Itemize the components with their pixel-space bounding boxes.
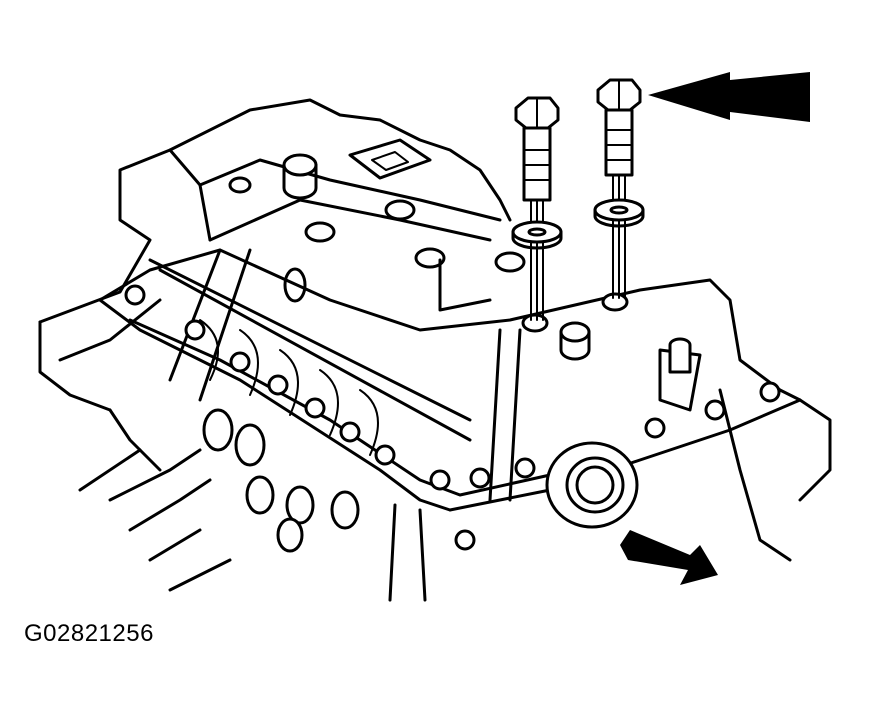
upper-crankcase <box>168 98 526 312</box>
bolt-right <box>596 78 642 299</box>
washer-left <box>511 220 563 250</box>
arrow-bolt-indicator-icon <box>648 72 810 122</box>
engine-block-lower <box>38 148 232 592</box>
figure-caption: G02821256 <box>24 620 154 647</box>
arrow-front-indicator-icon <box>620 530 718 585</box>
pan-flange-bolts <box>124 284 781 551</box>
block-bores <box>202 408 360 553</box>
oil-pan <box>98 248 832 602</box>
pan-bolt-holes <box>521 292 629 361</box>
bolt-left <box>514 96 560 321</box>
front-boss-ring <box>545 441 639 529</box>
washer-right <box>593 198 645 228</box>
